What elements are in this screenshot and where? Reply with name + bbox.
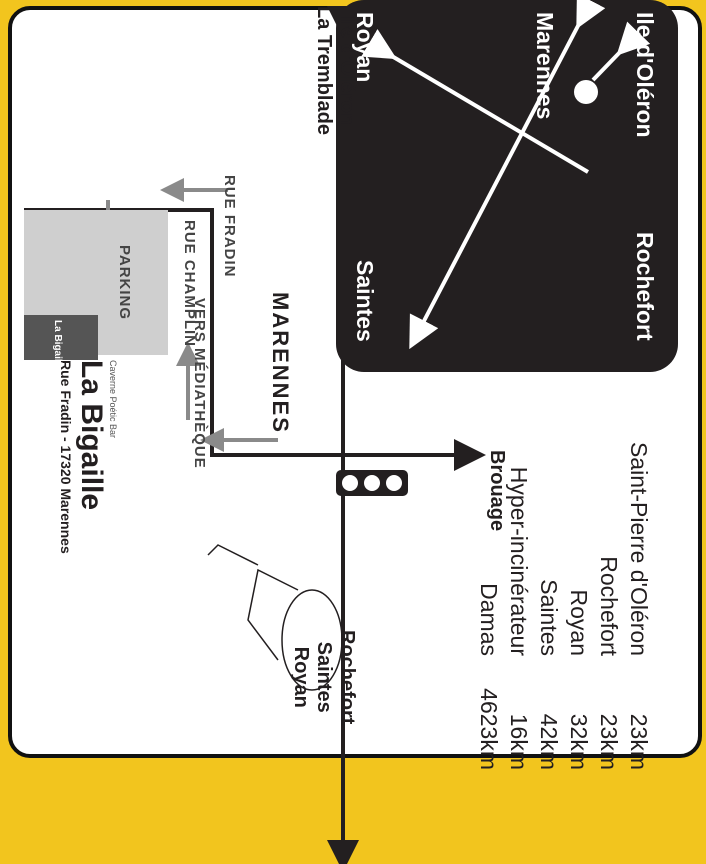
- direction-panel: Ile d'Oléron Marennes Royan Rochefort Sa…: [336, 0, 678, 372]
- arrow-royan-rochefort: [409, 0, 606, 350]
- road-label-bottom-line1: Rochefort: [336, 630, 358, 725]
- road-label-top: Ile d'Oléron La Tremblade: [312, 6, 358, 135]
- traffic-light-lamp-3: [342, 475, 358, 491]
- cyclist-illustration: [207, 544, 343, 691]
- brouage-label: Brouage: [486, 450, 508, 532]
- traffic-light-lamp-2: [364, 475, 380, 491]
- road-label-bottom-line3: Royan: [290, 646, 312, 708]
- street-vers-mediatheque: VERS MÉDIATHÈQUE: [191, 298, 208, 469]
- road-label-top-line1: Ile d'Oléron: [336, 15, 358, 126]
- start-dot: [574, 80, 598, 104]
- venue-sign-text: La Bigaille: [52, 320, 63, 371]
- arrow-oleron-tip: [591, 21, 651, 82]
- map-page: Ile d'Oléron Marennes Royan Rochefort Sa…: [8, 0, 702, 864]
- traffic-light-lamp-1: [386, 475, 402, 491]
- venue-block: Caverne Poétic Bar La Bigaille Rue Fradi…: [58, 360, 118, 554]
- venue-address: Rue Fradin - 17320 Marennes: [58, 360, 74, 554]
- venue-name: La Bigaille: [75, 360, 108, 511]
- venue-sign: [24, 315, 98, 360]
- direction-cross: [361, 0, 651, 350]
- street-rue-fradin: RUE FRADIN: [221, 175, 238, 278]
- venue-tagline: Caverne Poétic Bar: [108, 360, 118, 439]
- road-network: [24, 6, 486, 864]
- road-label-bottom-line2: Saintes: [313, 641, 335, 713]
- rotated-map: Ile d'Oléron Marennes Royan Rochefort Sa…: [24, 0, 678, 864]
- marennes-label: MARENNES: [268, 292, 293, 434]
- road-label-top-line2: La Tremblade: [313, 6, 335, 135]
- street-parking: PARKING: [116, 245, 133, 321]
- road-label-bottom: Rochefort Saintes Royan: [289, 630, 358, 724]
- arrow-oleron-saintes: [361, 29, 590, 174]
